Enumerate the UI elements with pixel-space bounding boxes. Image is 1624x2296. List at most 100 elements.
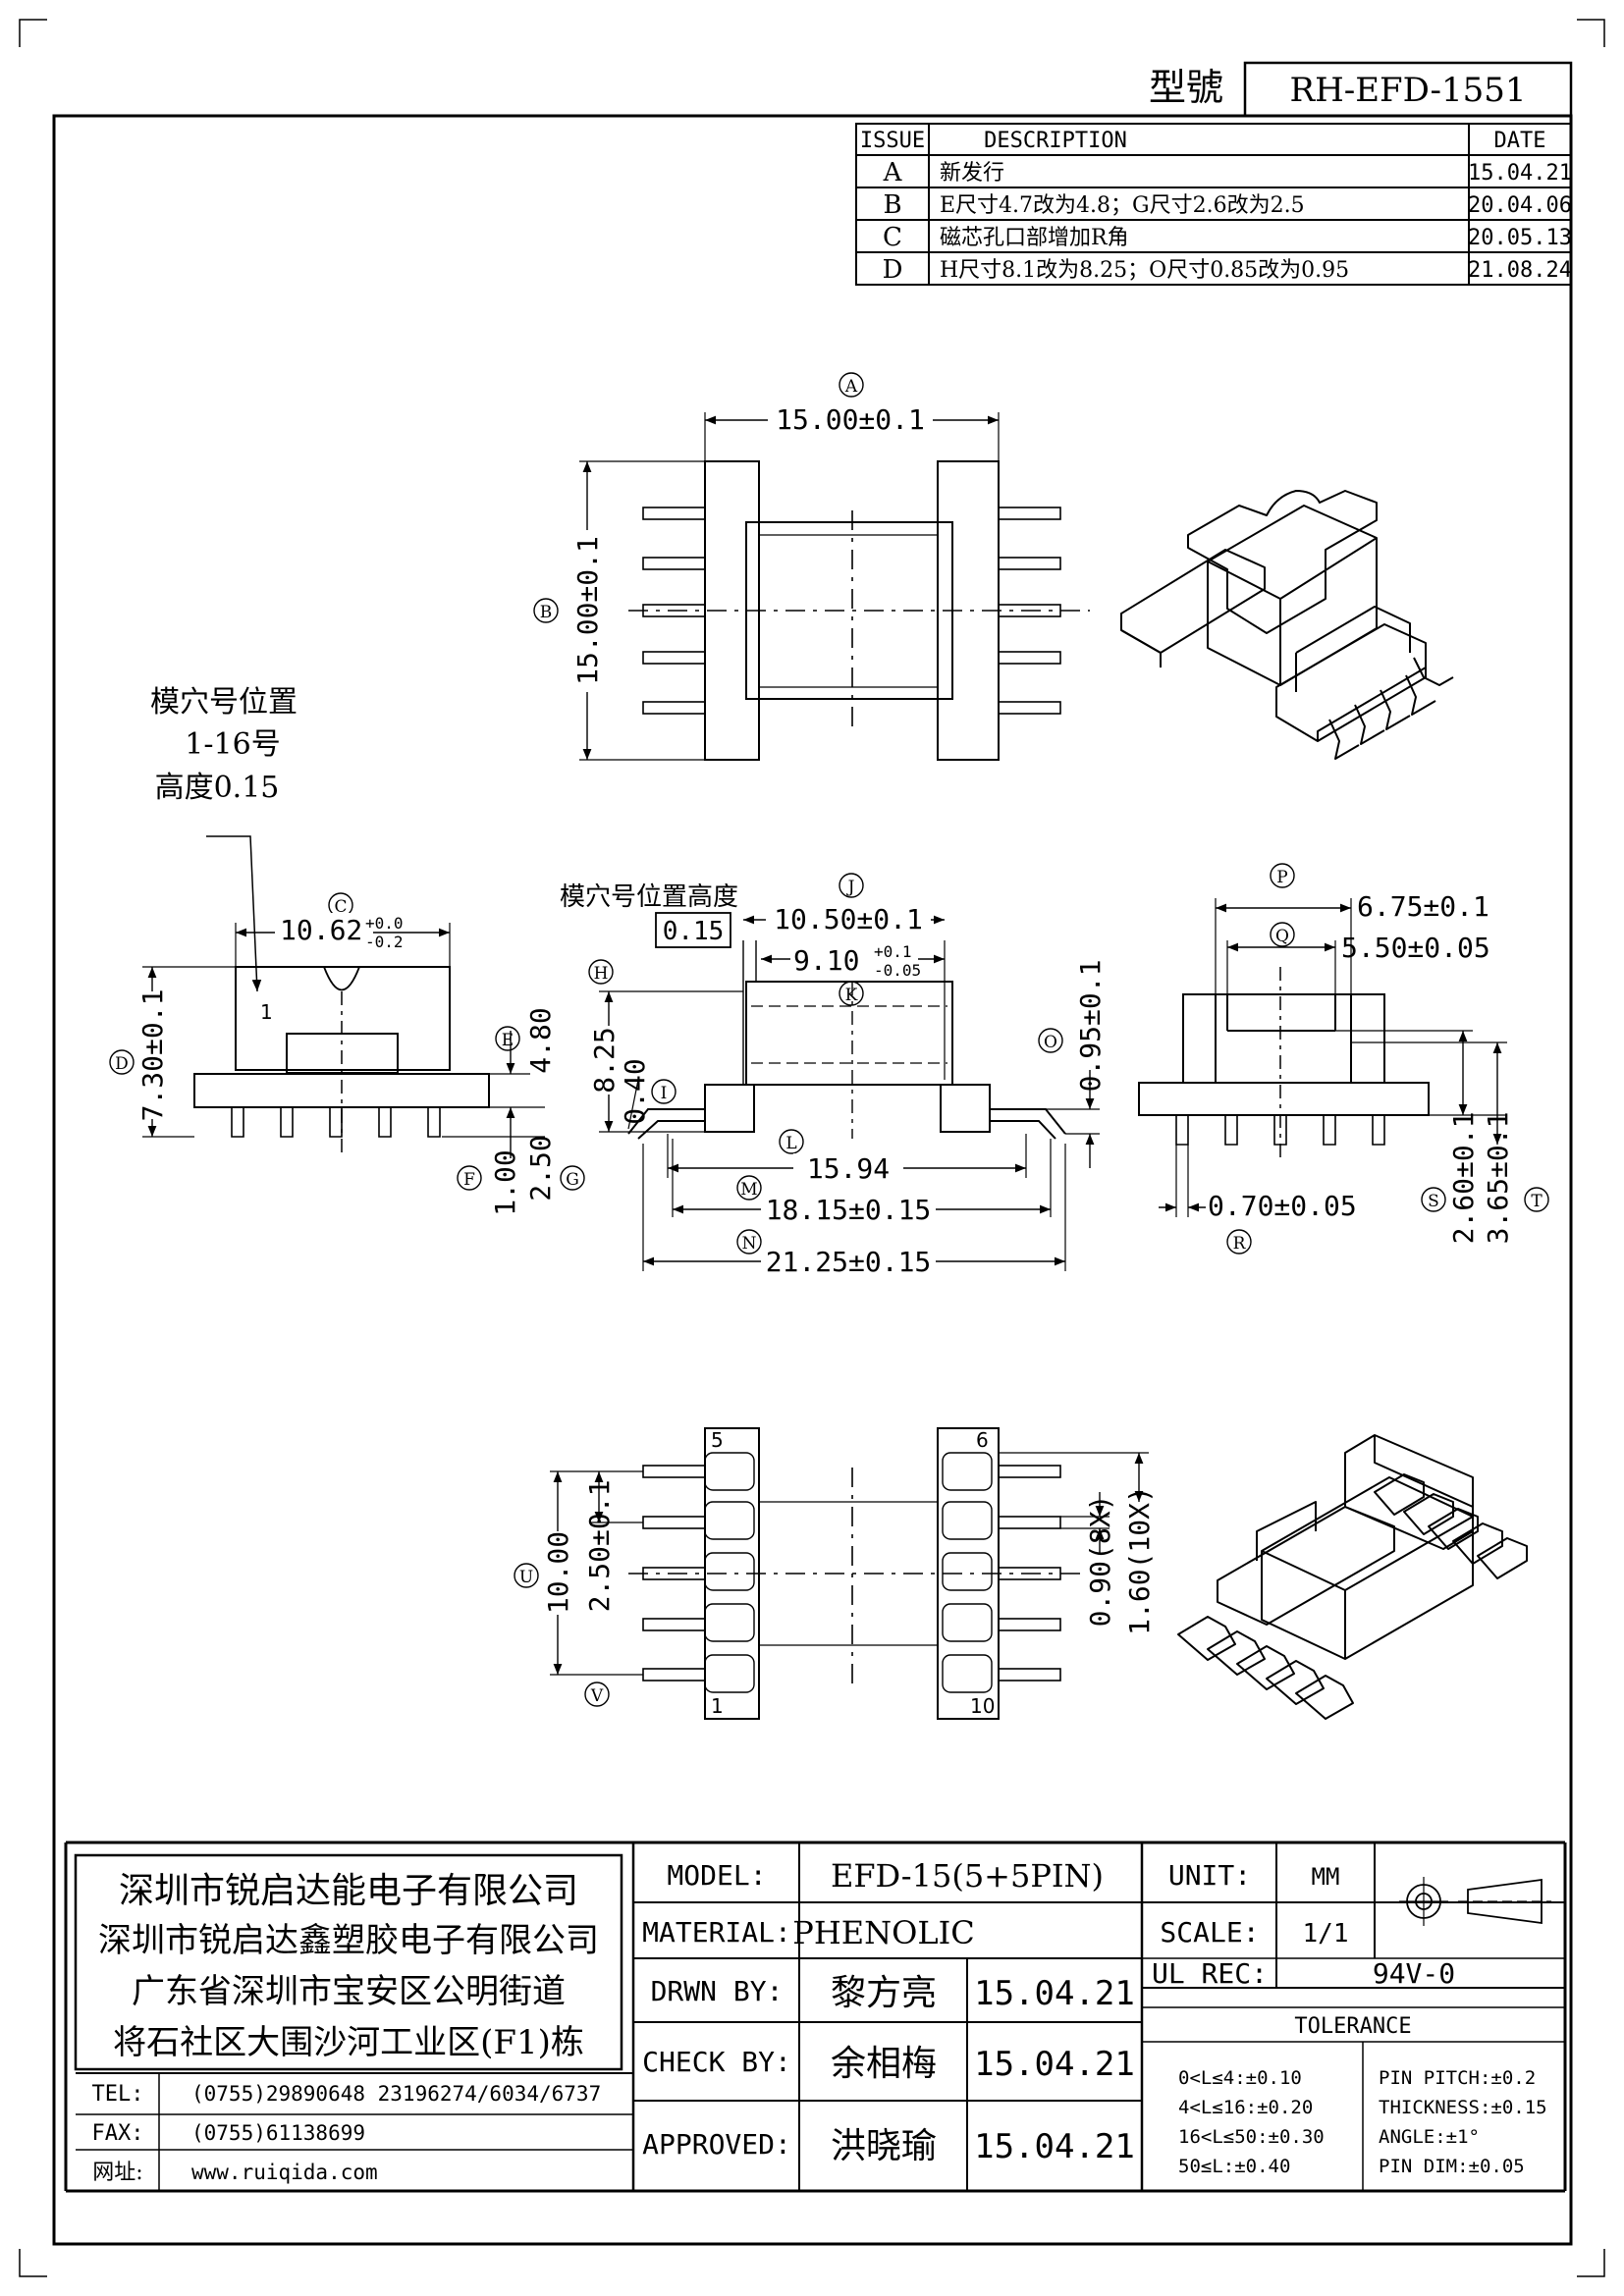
model-value: EFD-15(5+5PIN) — [831, 1857, 1104, 1895]
dim-v-tag: V — [590, 1686, 604, 1706]
dim-h-value: 8.25 — [588, 1027, 621, 1093]
front-view-center — [599, 915, 1100, 1271]
dim-p-tag: P — [1276, 868, 1287, 887]
dim-n-value: 21.25±0.15 — [766, 1246, 932, 1278]
material-label: MATERIAL: — [642, 1916, 791, 1949]
isometric-view-bottom — [1177, 1434, 1528, 1720]
dim-g-tag: G — [566, 1170, 579, 1190]
approved-name: 洪晓瑜 — [831, 2126, 937, 2166]
dim-v-value: 2.50±0.1 — [583, 1480, 616, 1613]
dim-p-value: 6.75±0.1 — [1357, 890, 1489, 923]
company-info: 深圳市锐启达能电子有限公司 深圳市锐启达鑫塑胶电子有限公司 广东省深圳市宝安区公… — [92, 1871, 602, 2185]
dim-l-tag: L — [785, 1134, 796, 1153]
model-label: MODEL: — [667, 1859, 766, 1892]
dim-g-value: 2.50 — [524, 1135, 557, 1201]
bottom-view-labels: 5 6 1 10 U 10.00 2.50±0.1 V 0.90(8X) 1.6… — [514, 1428, 1156, 1718]
dim-l-value: 15.94 — [807, 1152, 890, 1185]
tel-value: (0755)29890648 23196274/6034/6737 — [191, 2082, 601, 2106]
drwn-date: 15.04.21 — [974, 1974, 1135, 2013]
top-view — [579, 412, 1090, 761]
dim-pin-10x: 1.60(10X) — [1123, 1486, 1156, 1635]
mold-mark: 1 — [260, 1000, 273, 1024]
tolerance-title: TOLERANCE — [1294, 2014, 1411, 2039]
tolerance-range-2: 4<L≤16:±0.20 — [1178, 2097, 1313, 2118]
tolerance-range-4: 50≤L:±0.40 — [1178, 2156, 1290, 2177]
dim-k-tol-upper: +0.1 — [874, 942, 912, 961]
model-number: RH-EFD-1551 — [1289, 71, 1526, 110]
fax-label: FAX: — [92, 2121, 144, 2146]
dim-i-value: 0.40 — [619, 1058, 651, 1124]
dim-a-tag: A — [844, 377, 858, 397]
tolerance-range-1: 0<L≤4:±0.10 — [1178, 2067, 1302, 2089]
rev-header-issue: ISSUE — [860, 129, 925, 153]
dim-o-tag: O — [1044, 1033, 1057, 1052]
rev-header-date: DATE — [1494, 129, 1546, 153]
check-label: CHECK BY: — [642, 2046, 791, 2078]
company-name-2: 深圳市锐启达鑫塑胶电子有限公司 — [98, 1921, 599, 1960]
dim-q-value: 5.50±0.05 — [1341, 932, 1490, 964]
dim-t-tag: T — [1531, 1192, 1543, 1211]
revision-table: ISSUE DESCRIPTION DATE A 新发行 15.04.21 B … — [855, 123, 1572, 286]
tel-label: TEL: — [92, 2082, 144, 2107]
dim-m-value: 18.15±0.15 — [766, 1194, 932, 1226]
dim-f-value: 1.00 — [489, 1149, 521, 1215]
company-name-1: 深圳市锐启达能电子有限公司 — [119, 1871, 578, 1911]
web-value: www.ruiqida.com — [191, 2161, 378, 2184]
pin-number-6: 6 — [976, 1428, 989, 1452]
rev-date: 21.08.24 — [1468, 258, 1572, 283]
dim-i-tag: I — [661, 1084, 668, 1103]
dim-q-tag: Q — [1275, 927, 1289, 946]
ul-label: UL REC: — [1152, 1957, 1268, 1990]
rev-description: E尺寸4.7改为4.8；G尺寸2.6改为2.5 — [940, 193, 1305, 218]
scale-value: 1/1 — [1303, 1919, 1349, 1949]
dim-a-value: 15.00±0.1 — [776, 403, 925, 436]
isometric-view-top — [1120, 490, 1454, 760]
sheet-border — [19, 19, 1605, 2277]
dim-e-value: 4.80 — [524, 1007, 557, 1073]
dim-c-value: 10.62 — [280, 914, 362, 946]
side-view-right-labels: P 6.75±0.1 Q 5.50±0.05 0.70±0.05 R 2.60±… — [1208, 863, 1549, 1255]
side-view-right — [1138, 898, 1507, 1217]
dim-n-tag: N — [742, 1234, 757, 1254]
company-address-2: 将石社区大围沙河工业区(F1)栋 — [113, 2023, 584, 2062]
scale-label: SCALE: — [1160, 1916, 1259, 1949]
rev-header-description: DESCRIPTION — [984, 129, 1127, 153]
tolerance-pin-pitch: PIN PITCH:±0.2 — [1379, 2067, 1536, 2089]
check-name: 余相梅 — [831, 2044, 937, 2084]
dim-m-tag: M — [740, 1180, 757, 1200]
dim-e-tag: E — [502, 1031, 514, 1050]
check-date: 15.04.21 — [974, 2045, 1135, 2084]
tolerance-range-3: 16<L≤50:±0.30 — [1178, 2126, 1325, 2148]
dim-u-value: 10.00 — [542, 1531, 574, 1614]
dim-b-value: 15.00±0.1 — [571, 536, 604, 685]
pin-number-1: 1 — [711, 1694, 724, 1718]
dim-c-tol-lower: -0.2 — [365, 933, 404, 951]
dim-t-value: 3.65±0.1 — [1482, 1112, 1514, 1245]
mold-note-title: 模穴号位置 — [150, 685, 298, 720]
dim-h-tag: H — [594, 964, 609, 984]
dim-k-tag: K — [845, 986, 858, 1005]
pin-number-5: 5 — [711, 1428, 724, 1452]
dim-d-value: 7.30±0.1 — [136, 989, 169, 1122]
mold-note-height: 高度0.15 — [155, 771, 280, 805]
rev-date: 15.04.21 — [1468, 161, 1572, 186]
top-view-labels: A 15.00±0.1 B 15.00±0.1 — [533, 372, 933, 692]
tolerance-pin-dim: PIN DIM:±0.05 — [1379, 2156, 1525, 2177]
dim-k-tol-lower: -0.05 — [874, 961, 921, 980]
dim-o-value: 0.95±0.1 — [1074, 960, 1107, 1093]
mold-note-range: 1-16号 — [185, 727, 280, 762]
drwn-label: DRWN BY: — [651, 1975, 784, 2007]
company-address-1: 广东省深圳市宝安区公明街道 — [132, 1972, 566, 2011]
dim-r-value: 0.70±0.05 — [1208, 1190, 1357, 1222]
title-block-grid — [64, 1841, 1567, 2193]
mold-note: 模穴号位置 1-16号 高度0.15 — [150, 685, 298, 992]
web-label: 网址: — [92, 2161, 142, 2185]
unit-value: MM — [1312, 1863, 1340, 1891]
front-view-center-labels: 模穴号位置高度 0.15 J 10.50±0.1 9.10 +0.1 -0.05… — [560, 873, 1107, 1278]
material-value: PHENOLIC — [792, 1914, 974, 1951]
side-view-left-labels: 1 C 10.62 +0.0 -0.2 D 7.30±0.1 E 4.80 F … — [109, 892, 585, 1216]
dim-d-tag: D — [115, 1054, 129, 1074]
rev-date: 20.04.06 — [1468, 193, 1572, 218]
unit-label: UNIT: — [1168, 1859, 1251, 1892]
